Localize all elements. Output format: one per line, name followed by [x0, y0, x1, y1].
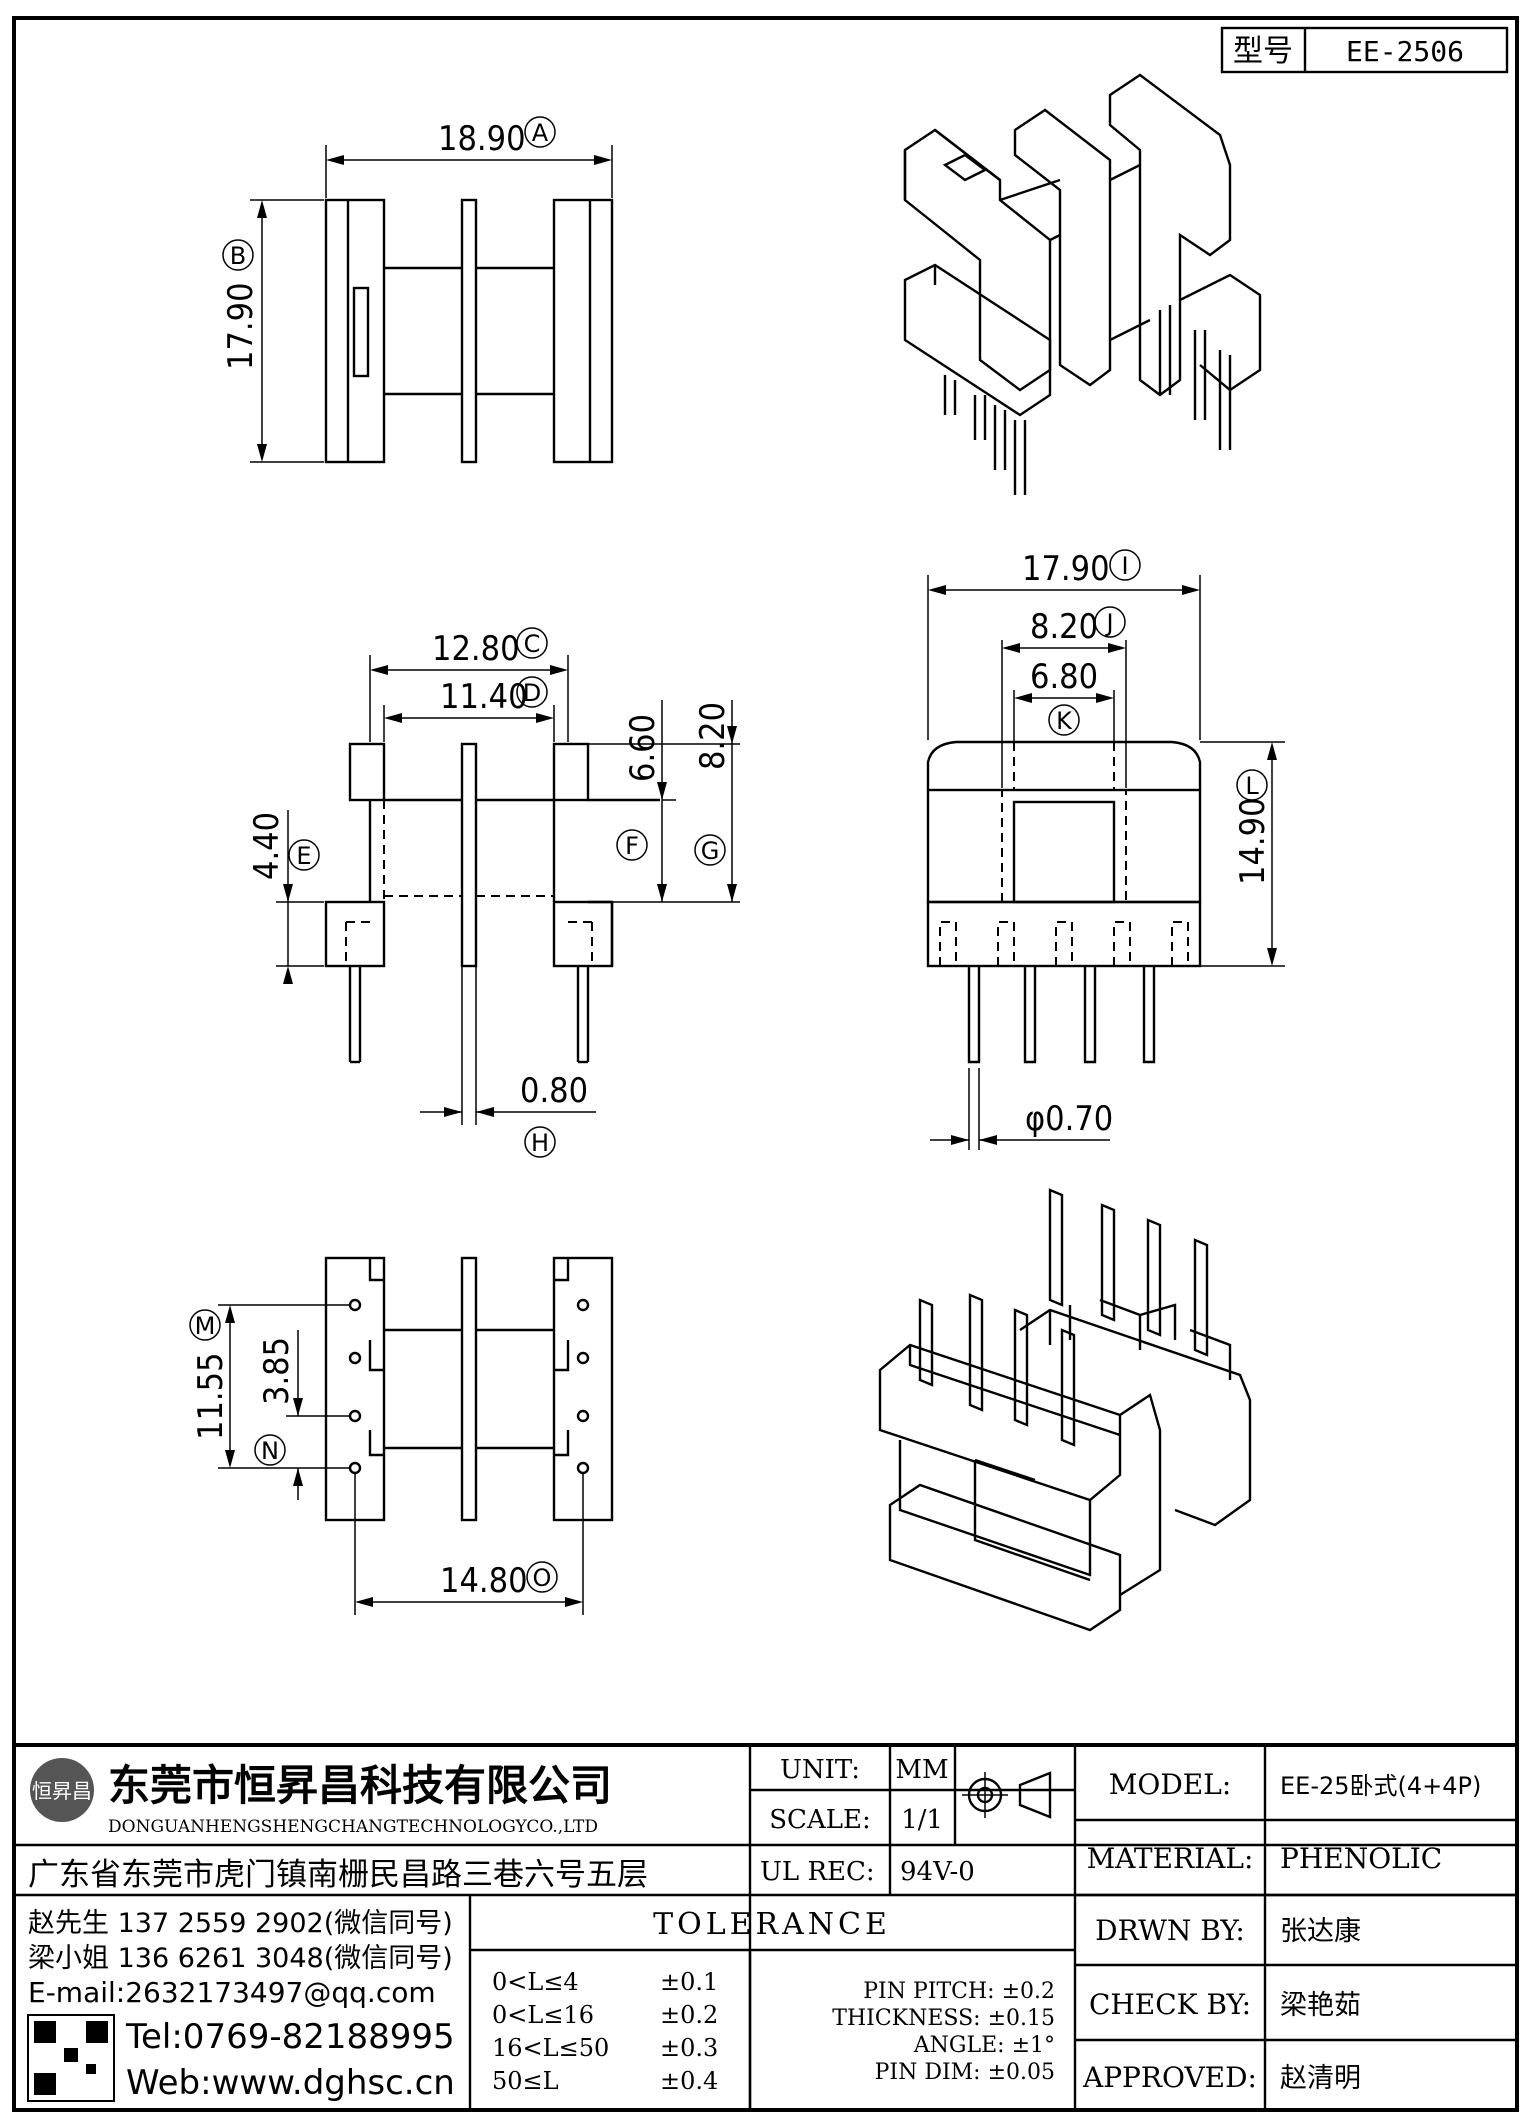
tol-angle: ANGLE: ±1°: [913, 2033, 1055, 2058]
title-box: 型号 EE-2506: [1220, 26, 1509, 74]
dim-d-value: 11.40: [440, 677, 528, 717]
dim-c-value: 12.80: [432, 629, 520, 669]
dim-j-value: 8.20: [1030, 607, 1098, 647]
model-label: MODEL:: [1109, 1768, 1232, 1801]
company-name-en: DONGUANHENGSHENGCHANGTECHNOLOGYCO.,LTD: [108, 1817, 598, 1837]
approved-value: 赵清明: [1280, 2063, 1361, 2094]
contact-1: 赵先生 137 2559 2902(微信同号): [28, 1908, 453, 1939]
tol-value-2: ±0.2: [660, 2001, 718, 2029]
sheet-border: [12, 16, 1519, 2112]
side-view: 12.80 C 11.40 D 4.40 E 6.60 F 8.2: [247, 627, 740, 1158]
title-block: 恒昇昌 东莞市恒昇昌科技有限公司 DONGUANHENGSHENGCHANGTE…: [14, 1743, 1517, 2110]
tolerance-title: TOLERANCE: [653, 1907, 891, 1942]
check-label: CHECK BY:: [1089, 1988, 1251, 2021]
dim-o-label: O: [533, 1564, 552, 1592]
tol-thickness: THICKNESS: ±0.15: [832, 2006, 1055, 2031]
dim-l-label: L: [1245, 772, 1259, 800]
bottom-view: 11.55 M 3.85 N 14.80 O: [189, 1256, 614, 1615]
isometric-view-bottom: [878, 1188, 1252, 1632]
dim-a-value: 18.90: [438, 119, 526, 159]
tel: Tel:0769-82188995: [125, 2017, 455, 2057]
logo-text: 恒昇昌: [32, 1779, 92, 1803]
dim-m-value: 11.55: [191, 1352, 231, 1440]
dim-b-value: 17.90: [221, 282, 261, 370]
dim-f-value: 6.60: [623, 714, 663, 782]
front-view: 18.90 A 17.90 B: [221, 116, 614, 464]
dim-h-label: H: [531, 1129, 549, 1157]
dim-g-value: 8.20: [693, 702, 733, 770]
dim-k-value: 6.80: [1030, 657, 1098, 697]
ulrec-value: 94V-0: [900, 1857, 975, 1887]
projection-symbol-icon: [962, 1771, 1052, 1819]
dim-e-label: E: [296, 842, 311, 870]
material-value: PHENOLIC: [1280, 1842, 1442, 1875]
dim-pin-value: φ0.70: [1025, 1099, 1113, 1139]
drwn-label: DRWN BY:: [1095, 1914, 1245, 1947]
tol-value-3: ±0.3: [660, 2034, 718, 2062]
model-value: EE-25卧式(4+4P): [1280, 1772, 1481, 1800]
dim-b-label: B: [230, 242, 246, 270]
dim-n-value: 3.85: [257, 1337, 297, 1405]
dim-n-label: N: [261, 1437, 279, 1465]
tol-pin-dim: PIN DIM: ±0.05: [875, 2060, 1055, 2085]
tol-value-1: ±0.1: [660, 1968, 718, 1996]
dim-a-label: A: [532, 119, 549, 147]
dim-j-label: J: [1104, 609, 1113, 637]
scale-label: SCALE:: [769, 1805, 871, 1835]
dim-c-label: C: [524, 630, 541, 658]
approved-label: APPROVED:: [1082, 2061, 1257, 2094]
dim-d-label: D: [523, 679, 541, 707]
isometric-view-top: [903, 73, 1262, 495]
email: E-mail:2632173497@qq.com: [28, 1976, 436, 2009]
scale-value: 1/1: [901, 1805, 943, 1835]
drwn-value: 张达康: [1280, 1916, 1361, 1947]
company-name-cn: 东莞市恒昇昌科技有限公司: [108, 1761, 612, 1810]
company-logo: [30, 1758, 94, 1822]
qr-code: [27, 2014, 115, 2102]
company-address: 广东省东莞市虎门镇南栅民昌路三巷六号五层: [28, 1857, 648, 1893]
dim-i-label: I: [1121, 552, 1128, 580]
unit-value: MM: [895, 1755, 948, 1785]
dim-o-value: 14.80: [440, 1561, 528, 1601]
dim-m-label: M: [195, 1312, 216, 1340]
dim-l-value: 14.90: [1233, 797, 1273, 885]
dim-g-label: G: [701, 837, 720, 865]
title-box-label: 型号: [1233, 34, 1293, 69]
dim-h-value: 0.80: [520, 1071, 588, 1111]
check-value: 梁艳茹: [1280, 1990, 1361, 2021]
dim-k-label: K: [1056, 707, 1073, 735]
contact-2: 梁小姐 136 6261 3048(微信同号): [28, 1943, 453, 1974]
ulrec-label: UL REC:: [760, 1857, 875, 1887]
material-label: MATERIAL:: [1087, 1842, 1254, 1875]
dim-i-value: 17.90: [1022, 549, 1110, 589]
tol-range-2: 0<L≤16: [492, 2001, 594, 2029]
tol-range-4: 50≤L: [492, 2067, 559, 2095]
title-box-value: EE-2506: [1346, 35, 1464, 68]
tol-range-3: 16<L≤50: [492, 2034, 609, 2062]
dim-e-value: 4.40: [247, 812, 287, 880]
tol-range-1: 0<L≤4: [492, 1968, 579, 1996]
tol-value-4: ±0.4: [660, 2067, 718, 2095]
end-view: 17.90 I 8.20 J 6.80 K 14.90 L φ0.70: [926, 549, 1285, 1150]
unit-label: UNIT:: [780, 1755, 860, 1785]
tol-pin-pitch: PIN PITCH: ±0.2: [863, 1979, 1055, 2004]
website: Web:www.dghsc.cn: [126, 2063, 455, 2103]
dim-f-label: F: [625, 832, 639, 860]
